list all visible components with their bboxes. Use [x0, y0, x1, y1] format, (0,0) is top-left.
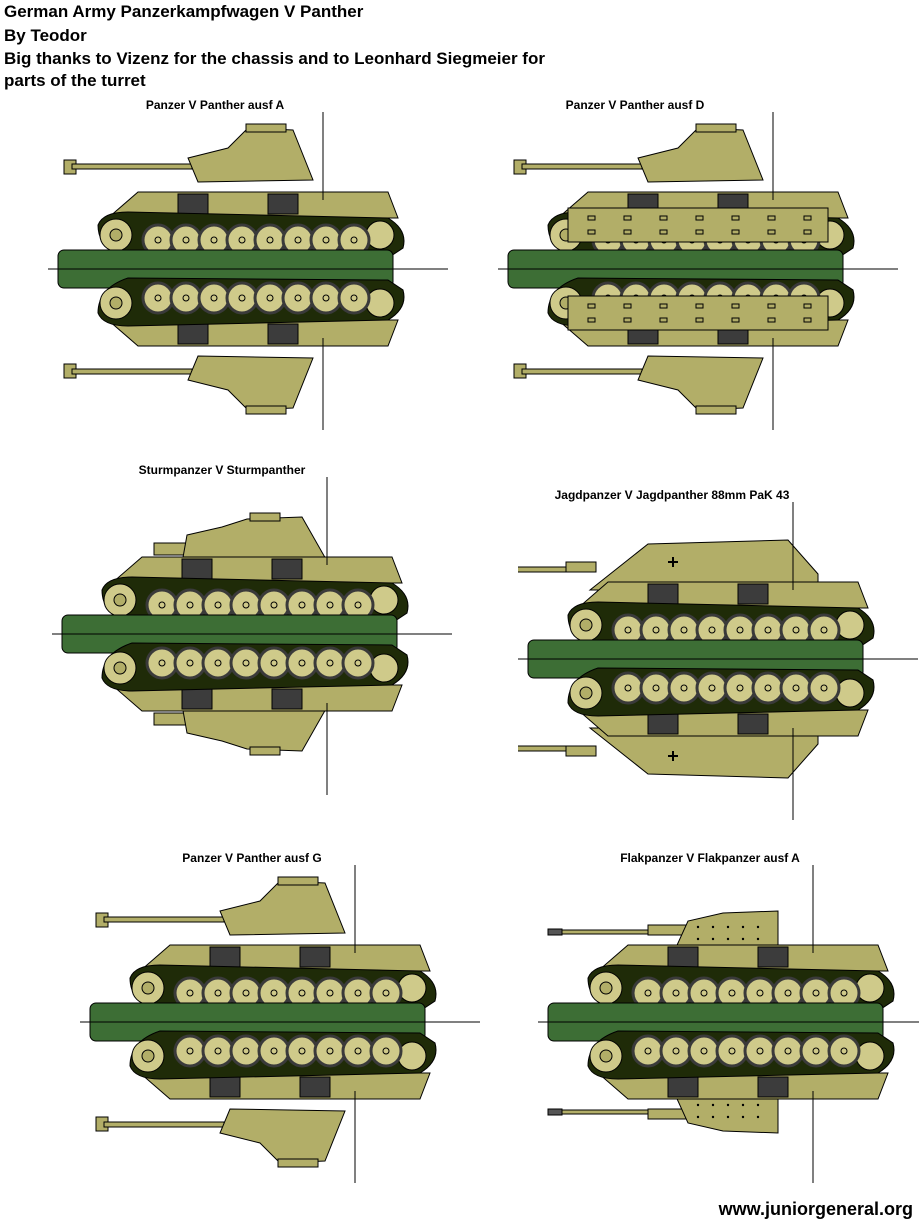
lower-figure: [63, 277, 405, 415]
lower-figure: [513, 277, 855, 415]
model-label-jagdpanther: Jagdpanzer V Jagdpanther 88mm PaK 43: [554, 488, 790, 502]
model-label-flakpanzer: Flakpanzer V Flakpanzer ausf A: [620, 851, 800, 865]
model-label-ausf-g: Panzer V Panther ausf G: [182, 851, 322, 865]
upper-figure: [518, 539, 875, 651]
sheet-author: By Teodor: [4, 26, 87, 45]
model-ausf-g: [80, 853, 480, 1213]
model-ausf-d: [498, 100, 898, 460]
upper-figure: [547, 910, 895, 1014]
lower-figure: [547, 1030, 895, 1134]
upper-figure: [95, 876, 437, 1014]
lower-figure: [518, 667, 875, 779]
upper-figure: [513, 123, 855, 261]
model-ausf-a: [48, 100, 448, 460]
model-label-ausf-a: Panzer V Panther ausf A: [145, 98, 285, 112]
site-credit[interactable]: www.juniorgeneral.org: [718, 1199, 913, 1219]
sheet-thanks-line2: parts of the turret: [4, 71, 146, 90]
lower-figure: [95, 1030, 437, 1168]
upper-figure: [63, 123, 405, 261]
sheet-title: German Army Panzerkampfwagen V Panther: [4, 2, 364, 21]
lower-figure: [101, 642, 409, 756]
model-flakpanzer: [538, 853, 919, 1213]
sheet-thanks-line1: Big thanks to Vizenz for the chassis and…: [4, 49, 545, 68]
model-label-ausf-d: Panzer V Panther ausf D: [565, 98, 705, 112]
model-sturmpanther: [52, 465, 452, 825]
model-jagdpanther: [518, 490, 918, 850]
upper-figure: [101, 512, 409, 626]
model-label-sturmpanther: Sturmpanzer V Sturmpanther: [138, 463, 306, 477]
